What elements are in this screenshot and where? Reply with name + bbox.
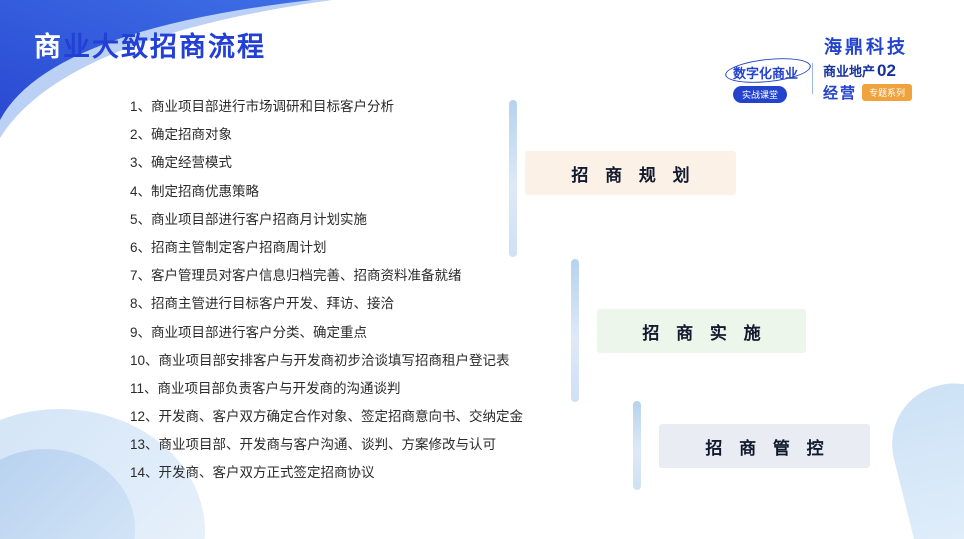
stage-planning-box: 招 商 规 划 [525,151,736,195]
step-item: 11、商业项目部负责客户与开发商的沟通谈判 [130,380,401,396]
practical-class-tag: 实战课堂 [732,86,787,103]
stage-control-label: 招 商 管 控 [705,438,830,458]
control-stage-bracket [633,401,641,490]
planning-stage-bracket [509,100,517,257]
steps-list: 1、商业项目部进行市场调研和目标客户分析 2、确定招商对象 3、确定经营模式 4… [130,93,523,488]
badge-divider [811,63,813,94]
implementation-stage-bracket [571,259,579,402]
step-item: 10、商业项目部安排客户与开发商初步洽谈填写招商租户登记表 [130,352,510,368]
brand-name: 海鼎科技 [824,37,908,57]
page-title: 商业大致招商流程 [34,32,266,62]
step-item: 14、开发商、客户双方正式签定招商协议 [130,465,375,481]
step-item: 7、客户管理员对客户信息归档完善、招商资料准备就绪 [130,268,462,284]
digital-commerce-label: 数字化商业 [732,66,798,81]
step-item: 13、商业项目部、开发商与客户沟通、谈判、方案修改与认可 [130,437,497,453]
stage-implementation-box: 招 商 实 施 [597,309,806,353]
stage-control-box: 招 商 管 控 [659,424,870,468]
series-tags: 经营 专题系列 [823,82,912,103]
special-series-tag: 专题系列 [861,84,912,101]
stage-planning-label: 招 商 规 划 [571,165,696,185]
corner-swoosh-decoration [0,0,332,138]
series-label: 商业地产 [822,64,875,79]
step-item: 4、制定招商优惠策略 [130,183,260,199]
operation-label: 经营 [822,85,857,102]
stage-implementation-label: 招 商 实 施 [642,323,767,343]
digital-commerce-badge: 数字化商业 实战课堂 [723,54,812,103]
step-item: 8、招商主管进行目标客户开发、拜访、接洽 [130,296,395,312]
step-item: 3、确定经营模式 [130,155,233,171]
step-item: 2、确定招商对象 [130,127,233,143]
right-edge-blob-decoration [879,370,964,539]
step-item: 1、商业项目部进行市场调研和目标客户分析 [130,99,395,114]
series-number: 02 [876,61,896,80]
step-item: 5、商业项目部进行客户招商月计划实施 [130,211,368,227]
step-item: 6、招商主管制定客户招商周计划 [130,239,327,255]
step-item: 12、开发商、客户双方确定合作对象、签定招商意向书、交纳定金 [130,409,524,425]
ellipse-outline-decoration [723,54,812,87]
step-item: 9、商业项目部进行客户分类、确定重点 [130,324,368,340]
